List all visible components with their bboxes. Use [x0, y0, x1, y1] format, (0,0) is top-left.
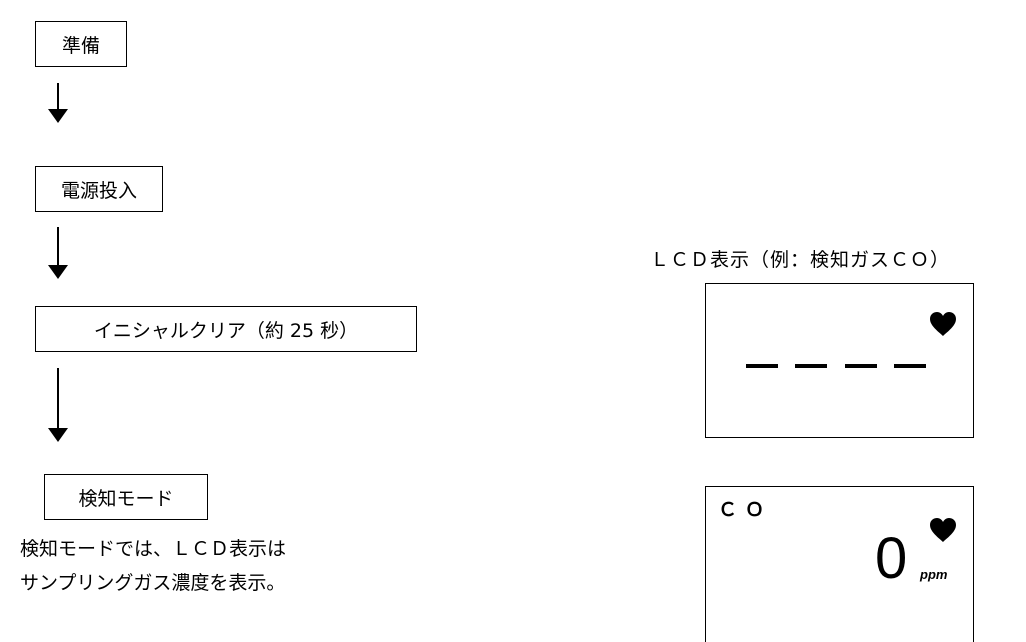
step-power-on-label: 電源投入 — [60, 179, 137, 202]
step-power-on-box: 電源投入 — [35, 166, 163, 212]
flow-arrow-3 — [48, 368, 68, 442]
step-preparation-label: 準備 — [61, 34, 100, 57]
lcd-dash-4 — [894, 364, 926, 368]
flow-arrow-2 — [48, 227, 68, 279]
step-preparation-box: 準備 — [35, 21, 127, 67]
lcd-dash-1 — [746, 364, 778, 368]
lcd-display-initial: - - - - — [705, 283, 974, 438]
lcd-concentration-unit: ppm — [920, 567, 948, 582]
lcd-display-title: ＬＣＤ表示（例：検知ガスＣＯ） — [650, 249, 951, 271]
step-detection-mode-label: 検知モード — [78, 487, 174, 510]
lcd-concentration-value: 0 — [875, 526, 908, 591]
flow-arrow-1 — [48, 83, 68, 123]
step-initial-clear-label: イニシャルクリア（約 25 秒） — [93, 319, 359, 342]
lcd-display-detection: ＣＯ 0 ppm — [705, 486, 974, 642]
heart-icon — [930, 518, 956, 542]
step-detection-mode-box: 検知モード — [44, 474, 208, 520]
lcd-dash-3 — [845, 364, 877, 368]
lcd-dash-2 — [795, 364, 827, 368]
detection-note-line-1: 検知モードでは、ＬＣＤ表示は — [20, 538, 287, 560]
heart-icon — [930, 312, 956, 336]
step-initial-clear-box: イニシャルクリア（約 25 秒） — [35, 306, 417, 352]
lcd-gas-name: ＣＯ — [718, 499, 773, 521]
detection-note-line-2: サンプリングガス濃度を表示。 — [20, 572, 286, 594]
